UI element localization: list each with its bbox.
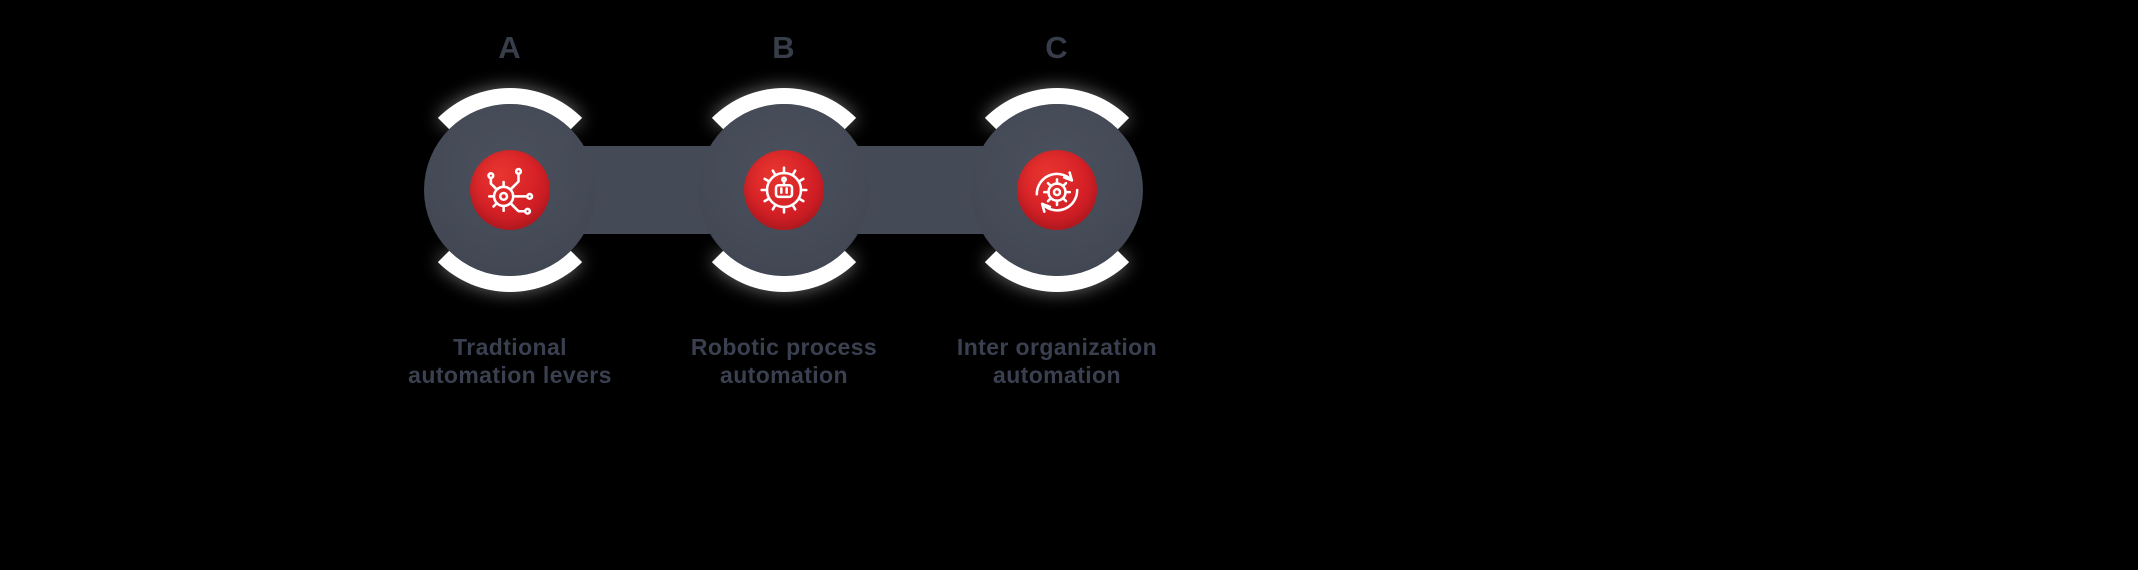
label-line: Inter organization (956, 334, 1158, 360)
node-badge (1017, 150, 1097, 230)
step-label-a: Tradtional automation levers (360, 333, 660, 389)
step-node-b (682, 88, 886, 292)
node-circle (698, 104, 870, 276)
gear-sync-arrows-icon (1035, 171, 1079, 213)
step-node-a (408, 88, 612, 292)
step-label-c: Inter organization automation (907, 333, 1207, 389)
step-letter-b: B (772, 30, 796, 65)
robot-gear-icon (760, 166, 808, 214)
label-line: Tradtional (453, 334, 567, 360)
label-line: Robotic process (690, 334, 878, 360)
step-letter-a: A (498, 30, 522, 65)
label-line: automation levers (408, 362, 612, 389)
step-label-b: Robotic process automation (634, 333, 934, 389)
step-letter-c: C (1045, 30, 1069, 65)
node-circle (971, 104, 1143, 276)
node-badge (470, 150, 550, 230)
label-line: automation (993, 362, 1121, 389)
step-node-c (955, 88, 1159, 292)
node-circle (424, 104, 596, 276)
label-line: automation (720, 362, 848, 389)
node-badge (744, 150, 824, 230)
ai-circuit-gear-icon (487, 167, 534, 215)
